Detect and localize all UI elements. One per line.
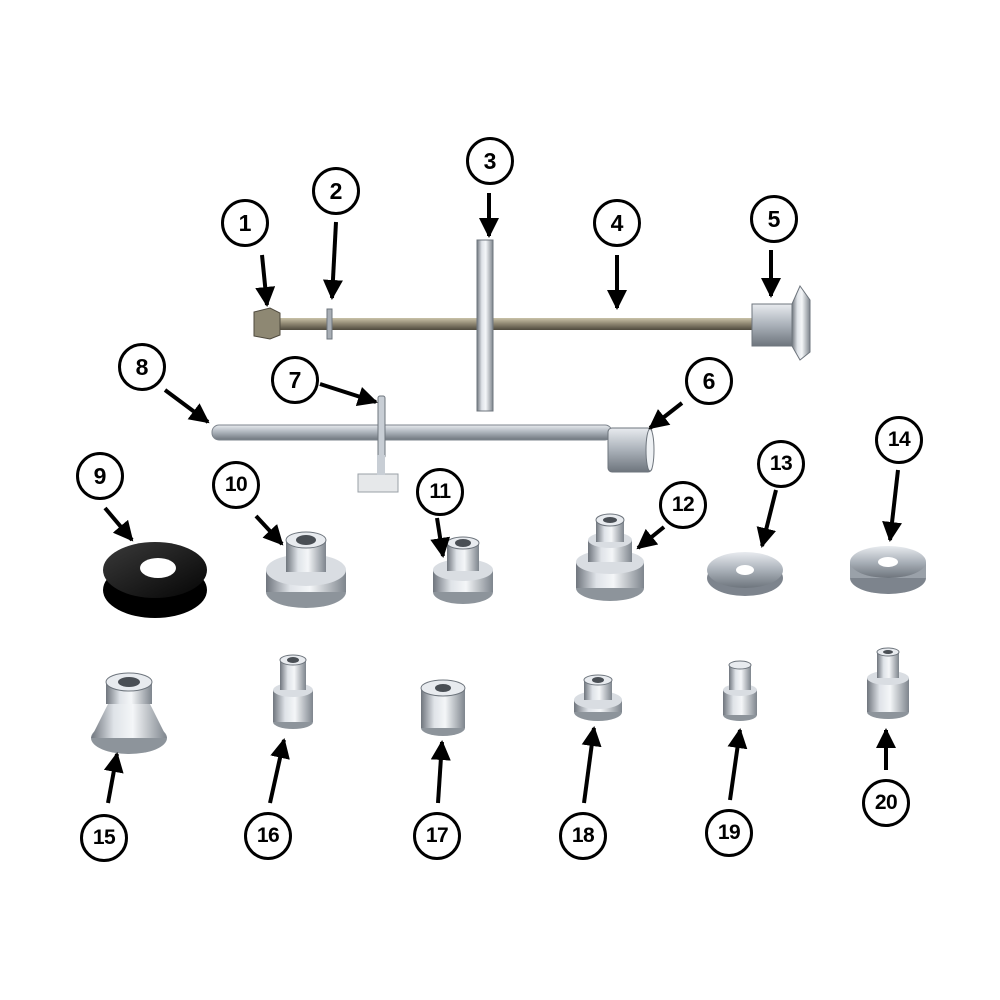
arrow-18	[581, 726, 602, 804]
arrow-13	[756, 489, 778, 548]
knurled-pilot	[867, 647, 909, 719]
callout-17: 17	[413, 812, 461, 860]
arrow-6	[648, 401, 684, 430]
callout-12: 12	[659, 481, 707, 529]
arrow-11	[430, 517, 451, 558]
arrow-10	[254, 514, 284, 546]
callout-15: 15	[80, 814, 128, 862]
solid-pin	[723, 660, 757, 721]
arrow-14	[882, 469, 902, 542]
arrow-2	[322, 221, 343, 300]
washer	[326, 308, 333, 340]
arrow-8	[163, 388, 210, 424]
cup-flare	[791, 284, 811, 361]
callout-7: 7	[271, 356, 319, 404]
callout-3: 3	[466, 137, 514, 185]
collar-face	[645, 428, 655, 472]
arrow-1	[255, 254, 276, 307]
callout-9: 9	[76, 452, 124, 500]
rubber-ring	[103, 542, 207, 618]
callout-8: 8	[118, 343, 166, 391]
threaded-rod	[262, 318, 756, 330]
callout-6: 6	[685, 357, 733, 405]
flat-washer-thick	[850, 546, 926, 594]
cross-bar	[476, 239, 494, 412]
arrow-9	[103, 506, 134, 542]
callout-18: 18	[559, 812, 607, 860]
callout-11: 11	[416, 468, 464, 516]
callout-16: 16	[244, 812, 292, 860]
callout-2: 2	[312, 167, 360, 215]
arrow-7	[319, 382, 378, 407]
callout-14: 14	[875, 416, 923, 464]
callout-5: 5	[750, 195, 798, 243]
shaft-foot-stem	[377, 455, 385, 475]
flanged-bushing-small	[433, 536, 493, 604]
stepped-pilot	[273, 654, 313, 729]
hex-nut	[253, 307, 281, 340]
arrow-15	[103, 752, 124, 804]
shaft	[211, 424, 613, 441]
flanged-bushing-large	[266, 531, 346, 608]
callout-20: 20	[862, 779, 910, 827]
arrow-17	[430, 740, 451, 804]
callout-19: 19	[705, 809, 753, 857]
callout-10: 10	[212, 461, 260, 509]
arrow-19	[727, 728, 748, 801]
arrow-16	[268, 738, 290, 804]
long-rod-assembly	[253, 239, 811, 412]
shaft-plate	[377, 395, 386, 459]
small-flanged-pilot	[574, 674, 622, 721]
shaft-collar	[607, 427, 653, 473]
flared-adapter	[91, 672, 167, 754]
leader-arrows	[103, 193, 902, 804]
shaft-foot	[357, 473, 399, 493]
cylinder-bushing	[420, 679, 466, 736]
callout-13: 13	[757, 440, 805, 488]
flat-washer-large	[707, 552, 783, 596]
shaft-assembly	[211, 395, 655, 493]
cup-body	[751, 303, 793, 347]
stepped-bushing	[576, 513, 644, 601]
arrow-12	[636, 525, 666, 550]
callout-4: 4	[593, 199, 641, 247]
callout-1: 1	[221, 199, 269, 247]
